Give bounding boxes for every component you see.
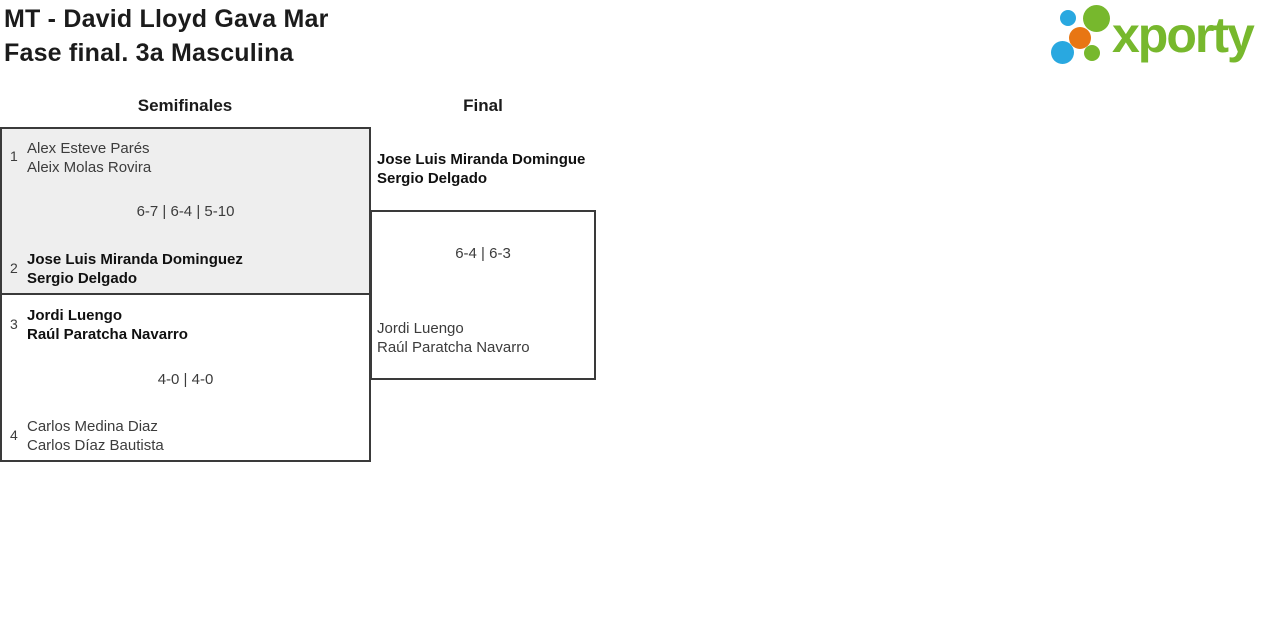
player-name: Alex Esteve Parés: [27, 140, 150, 157]
logo-dot-blue-big-icon: [1051, 41, 1074, 64]
player-name: Raúl Paratcha Navarro: [377, 339, 530, 356]
player-name: Jose Luis Miranda Dominguez: [27, 251, 243, 268]
tournament-name: MT - David Lloyd Gava Mar: [4, 5, 329, 33]
team-pair: Jordi Luengo Raúl Paratcha Navarro: [377, 319, 530, 357]
player-name: Raúl Paratcha Navarro: [27, 326, 188, 343]
player-name: Carlos Medina Diaz: [27, 418, 158, 435]
player-name: Carlos Díaz Bautista: [27, 437, 164, 454]
player-name: Jordi Luengo: [377, 320, 464, 337]
team-pair-winner: Jordi Luengo Raúl Paratcha Navarro: [27, 306, 188, 344]
seed-number: 3: [10, 316, 18, 332]
player-name: Aleix Molas Rovira: [27, 159, 152, 176]
seed-number: 2: [10, 260, 18, 276]
phase-name: Fase final. 3a Masculina: [4, 39, 294, 67]
logo-dot-green-big-icon: [1083, 5, 1110, 32]
final-bracket-box: 6-4 | 6-3 Jordi Luengo Raúl Paratcha Nav…: [370, 210, 596, 380]
match-score: 6-7 | 6-4 | 5-10: [136, 203, 235, 220]
round-header-semifinales: Semifinales: [137, 96, 233, 115]
player-name: Jordi Luengo: [27, 307, 122, 324]
logo-wordmark: xporty: [1112, 7, 1255, 63]
team-pair: Alex Esteve Parés Aleix Molas Rovira: [27, 139, 151, 177]
round-header-final: Final: [463, 96, 503, 115]
seed-number: 1: [10, 148, 18, 164]
xporty-logo[interactable]: xporty: [1050, 5, 1280, 67]
logo-dot-blue-small-icon: [1060, 10, 1076, 26]
logo-dot-orange-icon: [1069, 27, 1091, 49]
semifinal-match-1-background: [2, 129, 369, 295]
player-name: Jose Luis Miranda Domingue: [377, 151, 586, 168]
seed-number: 4: [10, 427, 18, 443]
final-team-top-winner: Jose Luis Miranda Domingue Sergio Delgad…: [377, 150, 595, 188]
match-score: 6-4 | 6-3: [455, 245, 511, 262]
page-title: MT - David Lloyd Gava Mar Fase final. 3a…: [4, 2, 329, 70]
player-name: Sergio Delgado: [27, 270, 138, 287]
semifinals-bracket-box: 1 Alex Esteve Parés Aleix Molas Rovira 6…: [0, 127, 371, 462]
logo-dot-green-small-icon: [1084, 45, 1100, 61]
match-score: 4-0 | 4-0: [157, 371, 214, 388]
team-pair: Carlos Medina Diaz Carlos Díaz Bautista: [27, 417, 164, 455]
player-name: Sergio Delgado: [377, 170, 488, 187]
team-pair-winner: Jose Luis Miranda Dominguez Sergio Delga…: [27, 250, 243, 288]
